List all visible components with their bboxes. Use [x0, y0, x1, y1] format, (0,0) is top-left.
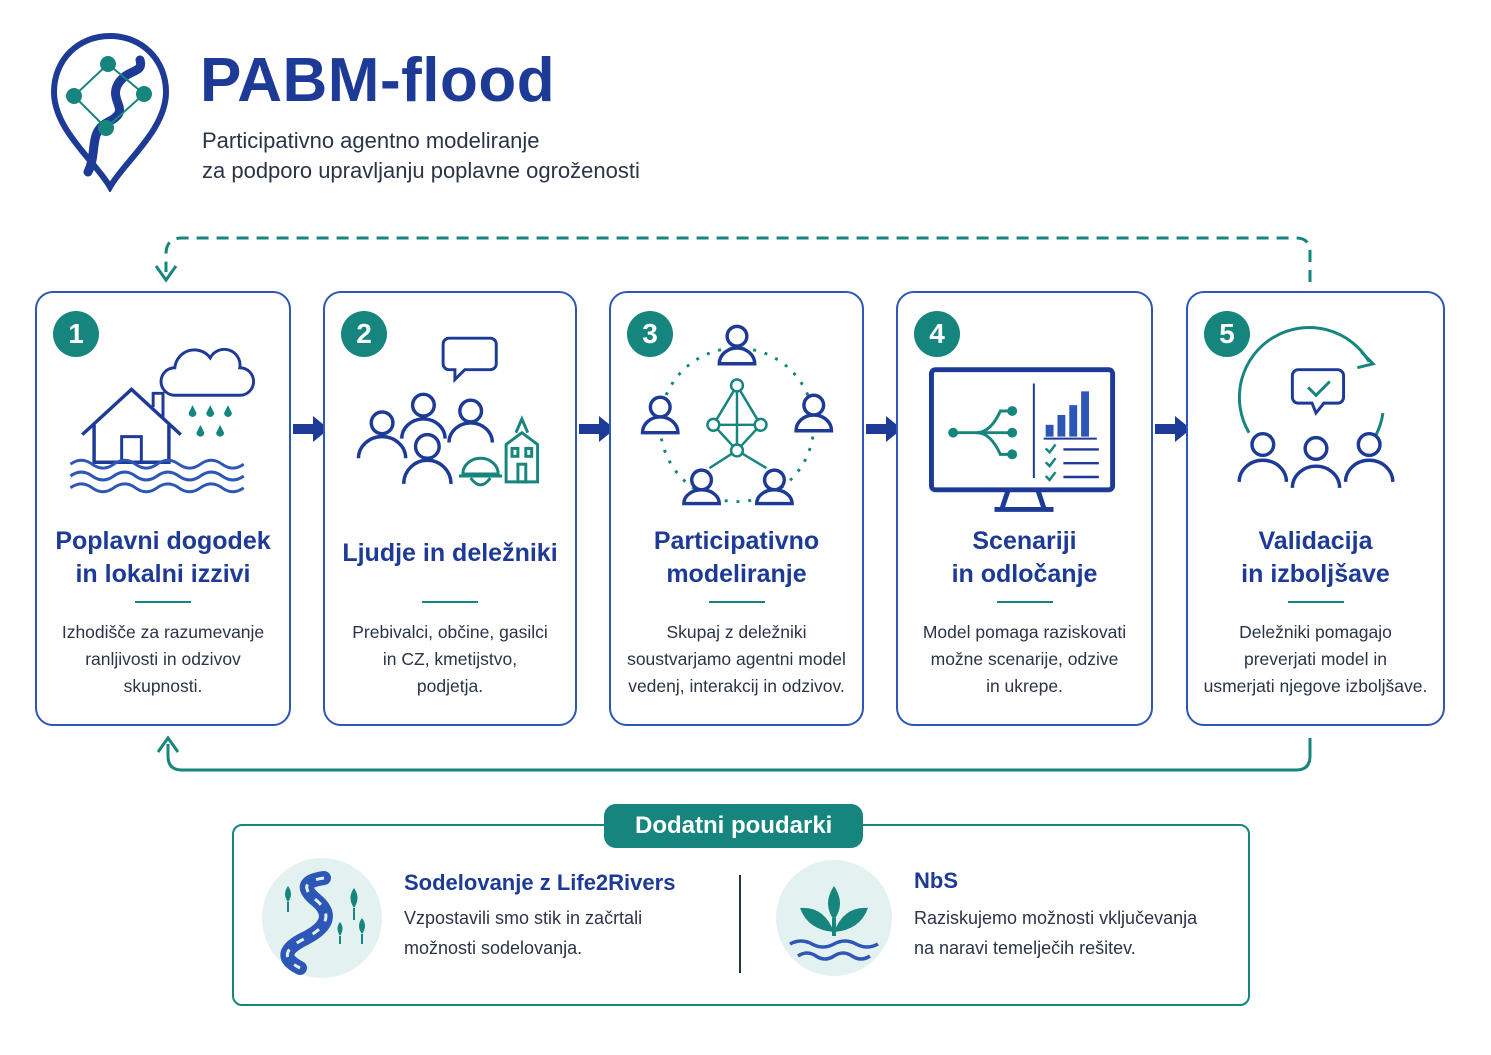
- step-desc-line2: možne scenarije, odzive: [930, 649, 1119, 669]
- step-card-2: 2 Ljudje in deležniki Prebivalci, občine…: [323, 291, 577, 726]
- step-number-badge: 2: [341, 311, 387, 357]
- step-desc-line3: in ukrepe.: [986, 676, 1063, 696]
- step-title-line1: Validacija: [1258, 527, 1373, 555]
- step-number-badge: 4: [914, 311, 960, 357]
- flooded-house-icon: [69, 347, 256, 494]
- step-title-line2: modeliranje: [666, 560, 807, 588]
- plant-water-icon: [776, 860, 892, 976]
- highlight-text-line2: možnosti sodelovanja.: [404, 938, 583, 958]
- step-number-badge: 3: [627, 311, 673, 357]
- step-title-line1: Scenariji: [972, 527, 1077, 555]
- step-title-line1: Ljudje in deležniki: [342, 539, 558, 567]
- step-title-line2: in lokalni izzivi: [75, 560, 251, 588]
- validation-group-icon: [1237, 326, 1395, 488]
- page-subtitle-line2: za podporo upravljanju poplavne ogroženo…: [202, 158, 640, 183]
- highlights-separator: [739, 875, 741, 973]
- step-number-badge: 1: [53, 311, 99, 357]
- step-desc-line2: in CZ, kmetijstvo,: [382, 649, 518, 669]
- step-desc-line3: skupnosti.: [123, 676, 203, 696]
- stakeholders-icon: [356, 336, 540, 487]
- highlight-title-nbs: NbS: [914, 868, 958, 893]
- step-card-3: 3 Participativno modeliranje Skupaj z de…: [609, 291, 864, 726]
- step-divider: [1287, 601, 1344, 603]
- step-divider: [135, 601, 191, 603]
- step-desc-line3: usmerjati njegove izboljšave.: [1203, 676, 1428, 696]
- logo-pin-icon: [50, 32, 170, 192]
- highlights-label: Dodatni poudarki: [604, 804, 864, 848]
- highlight-text-line1: Vzpostavili smo stik in začrtali: [404, 908, 643, 928]
- step-number-badge: 5: [1204, 311, 1250, 357]
- bottom-solid-loop: [166, 738, 1312, 772]
- step-desc-line1: Skupaj z deležniki: [666, 622, 807, 642]
- step-desc-line2: ranljivosti in odzivov: [85, 649, 241, 669]
- arrow-right-icon: [1155, 416, 1191, 442]
- arrow-right-icon: [866, 416, 902, 442]
- river-trees-icon: [262, 858, 382, 978]
- page-title: PABM-flood: [200, 46, 556, 115]
- step-divider: [708, 601, 765, 603]
- step-divider: [422, 601, 478, 603]
- step-title-line2: in odločanje: [951, 560, 1098, 588]
- network-icon: [640, 324, 834, 506]
- step-card-1: 1 Poplavni dogodek in lokalni izzivi Izh…: [35, 291, 291, 726]
- step-title-line1: Participativno: [653, 527, 820, 555]
- step-desc-line1: Model pomaga raziskovati: [922, 622, 1127, 642]
- highlight-text-line2: na naravi temelječih rešitev.: [914, 938, 1136, 958]
- step-desc-line1: Prebivalci, občine, gasilci: [352, 622, 548, 642]
- step-desc-line2: soustvarjamo agentni model: [627, 649, 846, 669]
- step-desc-line3: vedenj, interakcij in odzivov.: [628, 676, 845, 696]
- highlight-text-line1: Raziskujemo možnosti vključevanja: [914, 908, 1198, 928]
- arrow-right-icon: [579, 416, 615, 442]
- step-desc-line1: Deležniki pomagajo: [1239, 622, 1392, 642]
- highlight-title-life2rivers: Sodelovanje z Life2Rivers: [404, 870, 676, 895]
- page-subtitle-line1: Participativno agentno modeliranje: [202, 128, 540, 153]
- monitor-chart-icon: [929, 367, 1116, 512]
- step-card-4: 4 Scenariji in odločanje Model pomaga ra…: [896, 291, 1153, 726]
- step-desc-line1: Izhodišče za razumevanje: [61, 622, 265, 642]
- arrow-right-icon: [293, 416, 329, 442]
- step-desc-line2: preverjati model in: [1244, 649, 1387, 669]
- step-desc-line3: podjetja.: [416, 676, 484, 696]
- top-dashed-loop: [164, 236, 1312, 282]
- step-title-line1: Poplavni dogodek: [55, 527, 271, 555]
- step-title-line2: in izboljšave: [1241, 560, 1390, 588]
- step-card-5: 5 Validacija in izboljšave Deležniki pom…: [1186, 291, 1445, 726]
- step-divider: [996, 601, 1053, 603]
